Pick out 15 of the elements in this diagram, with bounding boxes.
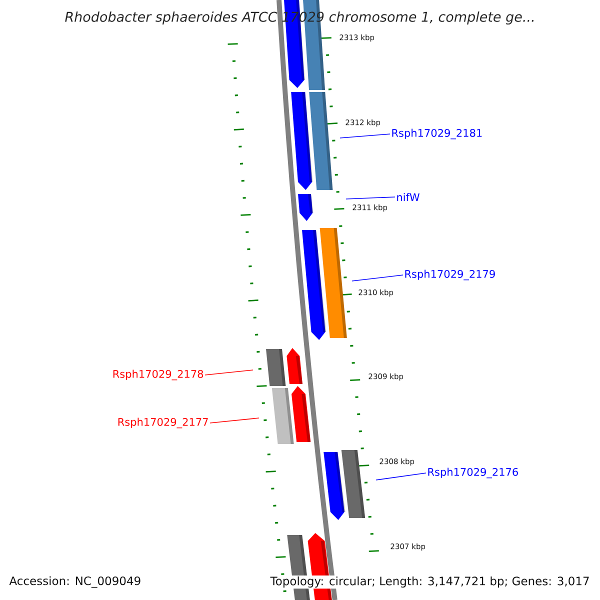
title: Rhodobacter sphaeroides ATCC 17029 chromosome 1, complete ge...	[65, 11, 534, 25]
leader-line	[340, 134, 390, 138]
leader-line	[210, 418, 260, 424]
leader-line	[352, 274, 404, 282]
gene-label: Rsph17029_2176	[428, 468, 518, 478]
gene-label: nifW	[397, 193, 420, 201]
footer-text: Accession: NC_009049	[8, 575, 142, 589]
leader-line	[376, 472, 426, 480]
leader-line	[204, 370, 254, 376]
gene-label: Rsph17029_2177	[118, 418, 208, 428]
gene-label: Rsph17029_2179	[405, 270, 495, 280]
footer-text: Topology: circular; Length: 3,147,721 bp; Genes: 3,017	[269, 575, 591, 589]
gene-label: Rsph17029_2181	[392, 128, 482, 140]
leader-line	[346, 196, 396, 200]
gene-label: Rsph17029_2178	[113, 370, 204, 380]
